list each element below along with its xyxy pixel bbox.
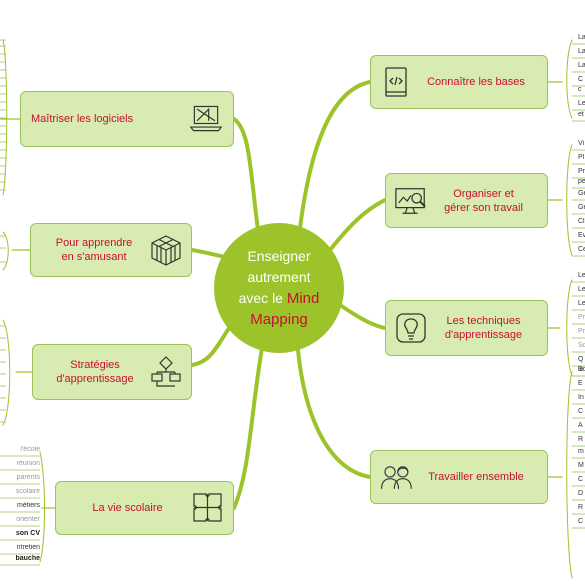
leaf-ensemble[interactable]: É — [578, 380, 583, 387]
branch-label: Connaître les bases — [427, 76, 525, 88]
leaf-techniques[interactable]: Le — [578, 286, 585, 293]
central-line-3: avec le Mind — [239, 288, 320, 309]
branch-label: Les techniques d'apprentissage — [428, 314, 539, 342]
central-line-3b: Mind — [286, 290, 320, 307]
leaf-organiser[interactable]: Vi — [578, 140, 585, 147]
central-line-1: Enseigner — [247, 248, 311, 264]
connector-logiciels — [232, 117, 260, 232]
puzzle-icon — [191, 491, 225, 525]
branch-label: Stratégies d'apprentissage — [41, 358, 149, 386]
leaf-scolaire[interactable]: son CV — [15, 530, 40, 537]
leaf-scolaire[interactable]: l'école — [20, 446, 40, 453]
branch-vie-scolaire[interactable]: La vie scolaire — [55, 481, 234, 535]
branch-label-line-2: d'apprentissage — [444, 329, 523, 341]
lightbulb-icon — [394, 311, 428, 345]
connector-bases — [298, 80, 372, 230]
leaf-scolaire[interactable]: métiers — [17, 502, 40, 509]
leaf-ensemble[interactable]: D — [578, 490, 584, 497]
connector-techniques — [338, 303, 387, 330]
branch-travailler-ensemble[interactable]: Travailler ensemble — [370, 450, 548, 504]
laptop-icon — [189, 102, 223, 136]
leaf-bases[interactable]: La — [578, 62, 585, 69]
leaf-organiser[interactable]: Pr — [578, 168, 585, 175]
branch-organiser[interactable]: Organiser et gérer son travail — [385, 173, 548, 228]
branch-label-line-1: Organiser et — [453, 187, 514, 200]
branch-label: Pour apprendre en s'amusant — [39, 236, 149, 264]
branch-label-line-1: Stratégies — [70, 359, 120, 371]
leaf-ensemble[interactable]: m — [578, 448, 584, 455]
leaf-scolaire[interactable]: parents — [16, 474, 40, 481]
connector-scolaire — [232, 346, 264, 510]
cube-icon — [149, 233, 183, 267]
leaf-techniques[interactable]: le — [578, 366, 584, 373]
central-line-4: Mapping — [250, 311, 308, 328]
leaf-scolaire[interactable]: ntretien — [16, 544, 40, 551]
branch-label-line-2: d'apprentissage — [56, 373, 134, 385]
leaf-organiser[interactable]: Ge — [578, 204, 585, 211]
leaf-bases[interactable]: La — [578, 48, 585, 55]
central-topic[interactable]: Enseigner autrement avec le Mind Mapping — [214, 223, 344, 353]
branch-techniques[interactable]: Les techniques d'apprentissage — [385, 300, 548, 356]
leaf-ensemble[interactable]: M — [578, 462, 584, 469]
leaf-organiser[interactable]: Cl — [578, 218, 585, 225]
leaf-bases[interactable]: c — [578, 86, 582, 93]
connector-ensemble — [296, 348, 372, 479]
leaf-organiser[interactable]: Év — [578, 232, 585, 239]
leaf-techniques[interactable]: Le — [578, 272, 585, 279]
leaf-scolaire[interactable]: réunion — [16, 460, 40, 467]
leaf-techniques[interactable]: Le — [578, 300, 585, 307]
leaf-bases[interactable]: Le — [578, 100, 585, 107]
branch-pour-apprendre[interactable]: Pour apprendre en s'amusant — [30, 223, 192, 277]
book-code-icon — [379, 65, 413, 99]
branch-connaitre-bases[interactable]: Connaître les bases — [370, 55, 548, 109]
leaf-ensemble[interactable]: C — [578, 408, 584, 415]
leaf-ensemble[interactable]: R — [578, 436, 584, 443]
leaf-ensemble[interactable]: C — [578, 476, 584, 483]
leaf-techniques[interactable]: Pr — [578, 314, 585, 321]
leaf-ensemble[interactable]: Sc — [578, 366, 585, 373]
leaf-organiser[interactable]: pe — [578, 178, 585, 185]
branch-label: Travailler ensemble — [428, 471, 524, 483]
branch-label-line-1: Les techniques — [446, 315, 521, 327]
connector-organiser — [328, 198, 387, 252]
leaf-bases[interactable]: C — [578, 76, 584, 83]
leaf-organiser[interactable]: Ce — [578, 246, 585, 253]
branch-maitriser-logiciels[interactable]: Maîtriser les logiciels — [20, 91, 234, 147]
leaf-ensemble[interactable]: In — [578, 394, 584, 401]
leaf-organiser[interactable]: Ge — [578, 190, 585, 197]
leaf-scolaire[interactable]: bauche — [15, 555, 40, 562]
branch-label-line-1: Pour apprendre — [55, 237, 133, 249]
leaf-bases[interactable]: La — [578, 34, 585, 41]
branch-label-line-2: en s'amusant — [61, 251, 127, 263]
branch-label-line-2: gérer son travail — [444, 201, 523, 214]
leaf-scolaire[interactable]: orienter — [16, 516, 40, 523]
leaf-scolaire[interactable]: scolaire — [15, 488, 40, 495]
leaf-techniques[interactable]: Sc — [578, 342, 585, 349]
branch-label: Maîtriser les logiciels — [31, 113, 134, 125]
central-line-3a: avec le — [238, 290, 283, 306]
branch-label: Organiser et gérer son travail — [428, 187, 539, 215]
monitor-search-icon — [394, 184, 428, 218]
leaf-techniques[interactable]: Q — [578, 356, 584, 363]
leaf-techniques[interactable]: Pr — [578, 328, 585, 335]
leaf-ensemble[interactable]: C — [578, 518, 584, 525]
branch-label: La vie scolaire — [92, 502, 163, 514]
flowchart-icon — [149, 355, 183, 389]
branch-strategies[interactable]: Stratégies d'apprentissage — [32, 344, 192, 400]
central-line-2: autrement — [247, 269, 311, 285]
leaf-organiser[interactable]: Pl — [578, 154, 585, 161]
people-icon — [379, 460, 413, 494]
leaf-bases[interactable]: et — [578, 111, 584, 118]
leaf-ensemble[interactable]: R — [578, 504, 584, 511]
leaf-ensemble[interactable]: A — [578, 422, 583, 429]
